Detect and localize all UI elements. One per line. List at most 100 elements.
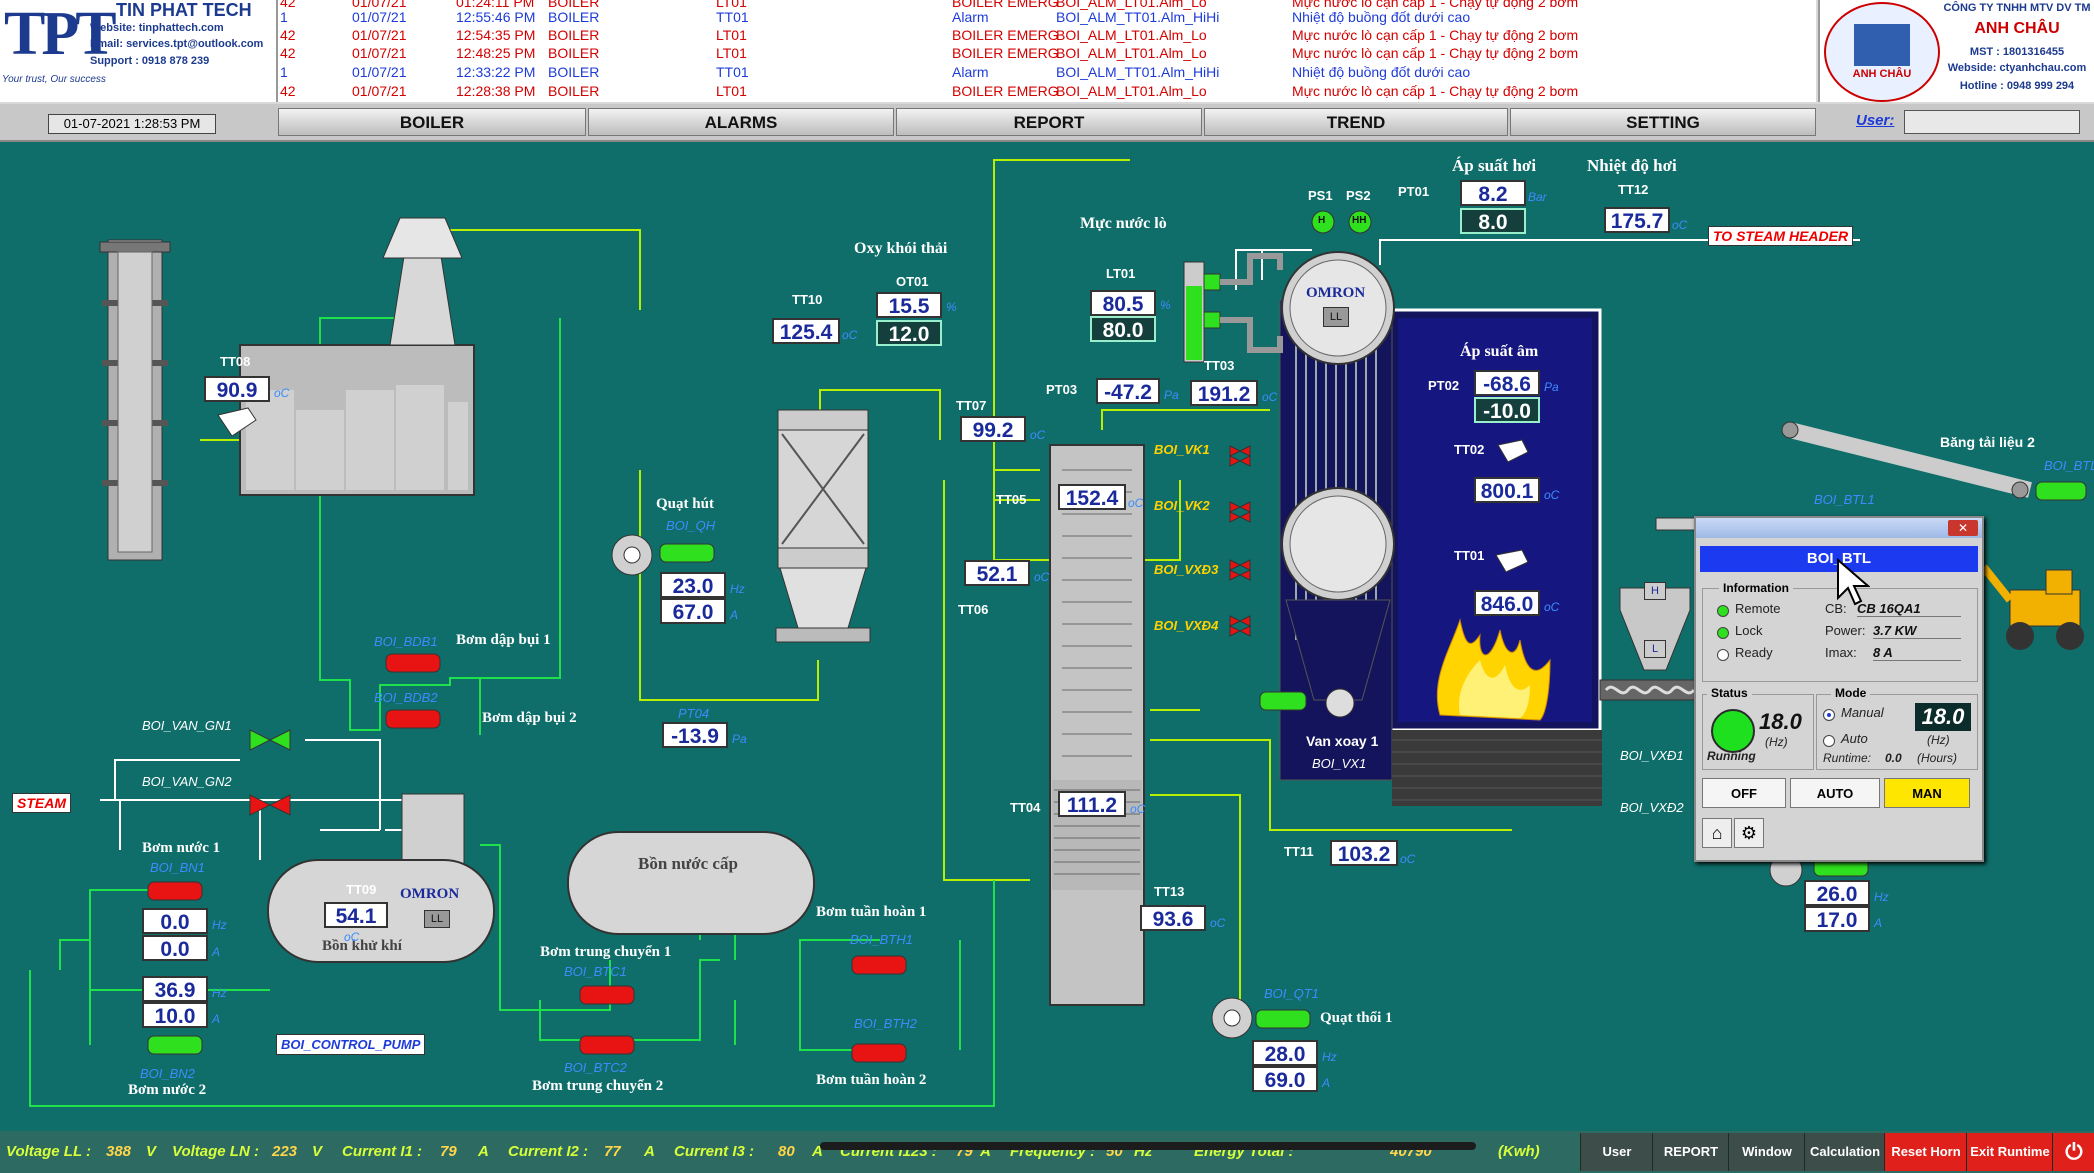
man-button[interactable]: MAN — [1884, 778, 1970, 808]
auto-radio[interactable] — [1823, 735, 1835, 747]
wrench-icon[interactable]: ⚙ — [1734, 818, 1764, 848]
pt04-value[interactable]: -13.9 — [662, 722, 728, 748]
tt10-value[interactable]: 125.4 — [772, 318, 840, 344]
tt06-value[interactable]: 52.1 — [964, 560, 1030, 586]
vxd-a[interactable]: 17.0 — [1804, 906, 1870, 932]
pt01-value[interactable]: 8.2 — [1460, 180, 1526, 206]
voltage-ln-value: 223 — [272, 1143, 298, 1160]
tag-name: TT01 — [1454, 548, 1485, 563]
tt07-value[interactable]: 99.2 — [960, 416, 1026, 442]
status-text: Running — [1707, 749, 1756, 763]
current-i2-unit: A — [644, 1143, 655, 1160]
qh-a[interactable]: 67.0 — [660, 598, 726, 624]
manual-label[interactable]: Manual — [1841, 705, 1884, 720]
qt1-a[interactable]: 69.0 — [1252, 1066, 1318, 1092]
auto-label[interactable]: Auto — [1841, 731, 1868, 746]
off-button[interactable]: OFF — [1702, 778, 1786, 808]
auto-button[interactable]: AUTO — [1790, 778, 1880, 808]
current-i2-value: 77 — [604, 1143, 621, 1160]
vxd-hz[interactable]: 26.0 — [1804, 880, 1870, 906]
running-indicator-icon — [1711, 709, 1755, 753]
tt11-value[interactable]: 103.2 — [1330, 840, 1398, 866]
tt03-value[interactable]: 191.2 — [1190, 380, 1258, 406]
unit: oC — [1130, 802, 1146, 816]
pt03-value[interactable]: -47.2 — [1096, 378, 1160, 404]
cb-label: CB: — [1825, 601, 1847, 616]
label-deaerator: Bồn khử khí — [322, 938, 402, 954]
pt02-setpoint[interactable]: -10.0 — [1474, 397, 1540, 423]
pt02-value[interactable]: -68.6 — [1474, 370, 1540, 396]
tab-trend[interactable]: TREND — [1204, 108, 1508, 136]
brand-name: TIN PHAT TECH — [116, 0, 252, 20]
user-field[interactable] — [1904, 110, 2080, 134]
tt12-value[interactable]: 175.7 — [1604, 207, 1670, 233]
ot01-value[interactable]: 15.5 — [876, 292, 942, 318]
mode-hz-unit: (Hz) — [1927, 733, 1950, 747]
reset-horn-button[interactable]: Reset Horn — [1884, 1133, 1967, 1171]
tt02-value[interactable]: 800.1 — [1474, 477, 1540, 503]
unit: Hz — [1322, 1050, 1337, 1064]
user-button[interactable]: User — [1580, 1133, 1653, 1171]
level-gauge — [1183, 253, 1283, 363]
unit: A — [1322, 1076, 1331, 1090]
lt01-value[interactable]: 80.5 — [1090, 290, 1156, 316]
information-group: Information Remote Lock Ready CB: CB 16Q… — [1702, 581, 1978, 682]
tt01-value[interactable]: 846.0 — [1474, 590, 1540, 616]
bn1-hz[interactable]: 0.0 — [142, 908, 208, 934]
tag-name: PT04 — [678, 706, 710, 721]
bn2-hz[interactable]: 36.9 — [142, 976, 208, 1002]
unit: A — [730, 608, 739, 622]
tag-name: TT03 — [1204, 358, 1235, 373]
control-pump-button[interactable]: BOI_CONTROL_PUMP — [276, 1034, 426, 1055]
exit-runtime-button[interactable]: Exit Runtime — [1966, 1133, 2053, 1171]
current-i1-label: Current I1 : — [342, 1143, 423, 1160]
tpt-logo-panel: TPT TIN PHAT TECH Website: tinphattech.c… — [0, 0, 278, 102]
tab-alarms[interactable]: ALARMS — [588, 108, 894, 136]
tab-setting[interactable]: SETTING — [1510, 108, 1816, 136]
ps2-label: PS2 — [1346, 188, 1371, 203]
qt1-hz[interactable]: 28.0 — [1252, 1040, 1318, 1066]
tt13-value[interactable]: 93.6 — [1140, 905, 1206, 931]
unit: oC — [1030, 428, 1046, 442]
report-button[interactable]: REPORT — [1652, 1133, 1729, 1171]
tt05-value[interactable]: 152.4 — [1058, 484, 1126, 510]
power-value: 3.7 KW — [1873, 623, 1961, 639]
tab-report[interactable]: REPORT — [896, 108, 1202, 136]
bn2-a[interactable]: 10.0 — [142, 1002, 208, 1028]
unit: Hz — [212, 918, 227, 932]
label-exhaust-fan: Quạt hút — [656, 496, 714, 512]
popup-titlebar[interactable] — [1696, 518, 1982, 538]
window-button[interactable]: Window — [1728, 1133, 1805, 1171]
label-dust-pump-1: Bơm dập bụi 1 — [456, 632, 551, 648]
unit: Hz — [730, 582, 745, 596]
power-icon[interactable]: ⏻ — [2052, 1133, 2094, 1171]
manual-hz-setpoint[interactable]: 18.0 — [1915, 703, 1971, 731]
horizontal-scrollbar[interactable] — [820, 1142, 1476, 1150]
label-water-level: Mực nước lò — [1080, 215, 1167, 232]
home-icon[interactable]: ⌂ — [1702, 818, 1732, 848]
company-hotline: Hotline : 0948 999 294 — [1959, 80, 2075, 92]
device-name: BOI_VAN_GN2 — [142, 774, 232, 789]
process-diagram — [29, 159, 2087, 1107]
unit: oC — [1544, 488, 1560, 502]
tt04-value[interactable]: 111.2 — [1058, 791, 1126, 817]
pt01-setpoint[interactable]: 8.0 — [1460, 208, 1526, 234]
bn1-a[interactable]: 0.0 — [142, 935, 208, 961]
tt08-value[interactable]: 90.9 — [204, 376, 270, 402]
manual-radio[interactable] — [1823, 709, 1835, 721]
tab-boiler[interactable]: BOILER — [278, 108, 586, 136]
ot01-setpoint[interactable]: 12.0 — [876, 320, 942, 346]
company-name: ANH CHÂU — [1974, 20, 2060, 37]
close-icon[interactable]: ✕ — [1948, 520, 1978, 536]
lt01-setpoint[interactable]: 80.0 — [1090, 316, 1156, 342]
calculation-button[interactable]: Calculation — [1804, 1133, 1885, 1171]
tt09-value[interactable]: 54.1 — [324, 902, 388, 928]
qh-hz[interactable]: 23.0 — [660, 572, 726, 598]
